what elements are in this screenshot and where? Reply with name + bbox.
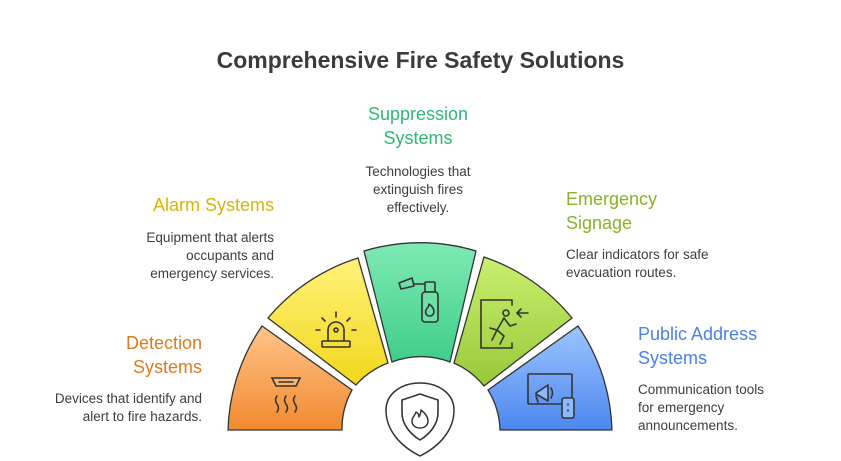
signage-heading: Emergency Signage <box>566 189 658 233</box>
public-address-segment <box>487 325 613 431</box>
fire-shield-icon <box>385 382 455 457</box>
alarm-segment <box>267 257 389 386</box>
alarm-heading: Alarm Systems <box>152 195 274 215</box>
suppression-segment <box>363 242 477 363</box>
emergency-exit-icon <box>480 299 529 349</box>
page-title: Comprehensive Fire Safety Solutions <box>216 47 625 73</box>
suppression-description: Technologies that extinguish fires effec… <box>365 164 471 215</box>
detection-description: Devices that identify and alert to fire … <box>54 391 202 424</box>
alarm-description: Equipment that alerts occupants and emer… <box>146 230 274 281</box>
detection-heading: Detection Systems <box>125 333 202 377</box>
signage-segment <box>453 256 573 387</box>
alarm-light-icon <box>315 311 357 348</box>
fire-extinguisher-icon <box>398 277 439 323</box>
signage-description: Clear indicators for safe evacuation rou… <box>566 247 709 280</box>
public-address-description: Communication tools for emergency announ… <box>638 382 765 433</box>
public-address-heading: Public Address Systems <box>638 324 758 368</box>
smoke-detector-icon <box>270 377 302 413</box>
suppression-heading: Suppression Systems <box>367 104 469 148</box>
megaphone-panel-icon <box>527 373 575 419</box>
